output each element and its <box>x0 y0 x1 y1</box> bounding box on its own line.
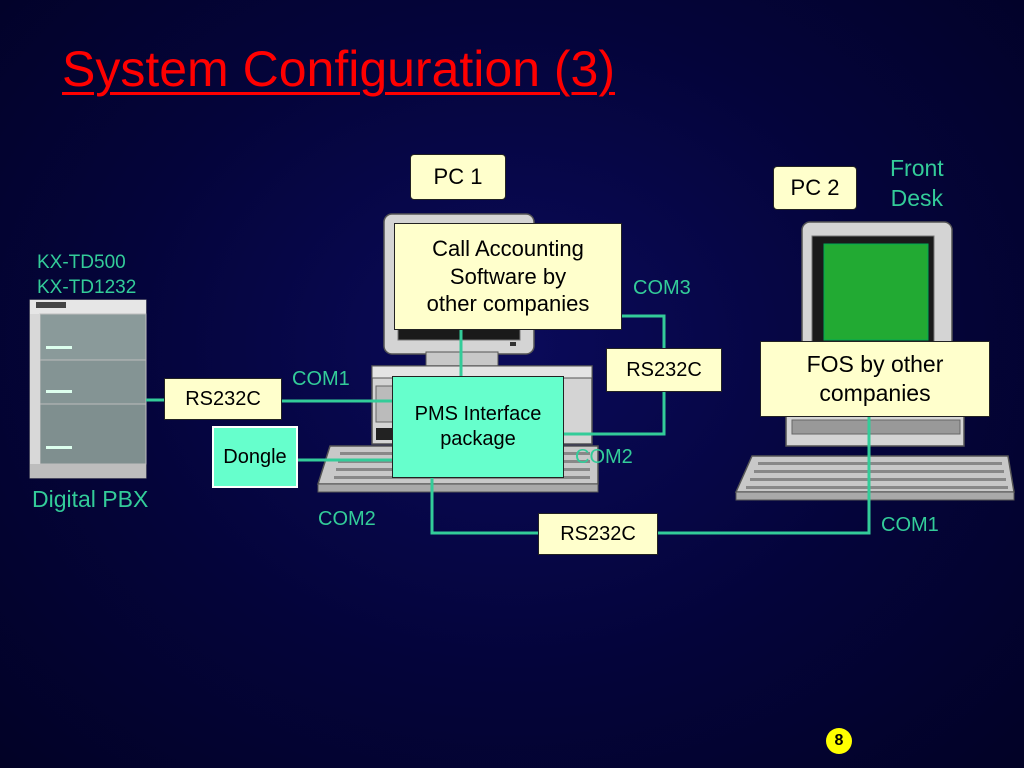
line-rs232c-com2 <box>564 392 666 436</box>
rs232c-pbx-label: RS232C <box>185 387 261 410</box>
call-accounting-line2: Software by <box>449 263 567 289</box>
pbx-cabinet-image <box>29 299 147 479</box>
com3-label: COM3 <box>633 277 691 299</box>
call-accounting-box: Call Accounting Software by other compan… <box>394 223 622 330</box>
pc2-monitor-image <box>801 221 953 375</box>
rs232c-com3-box: RS232C <box>606 348 722 392</box>
pc1-label-box: PC 1 <box>410 154 506 200</box>
line-callacct-com3 <box>622 314 666 348</box>
dongle-label: Dongle <box>223 445 287 468</box>
pms-line2: package <box>440 428 516 450</box>
pc2-label: PC 2 <box>790 175 840 201</box>
call-accounting-line1: Call Accounting <box>432 236 584 262</box>
rs232c-bottom-box: RS232C <box>538 513 658 555</box>
line-pms-bottom-rs232c <box>430 478 538 535</box>
pc1-label: PC 1 <box>433 164 483 190</box>
front-desk-line2: Desk <box>890 185 944 211</box>
pc2-label-box: PC 2 <box>773 166 857 210</box>
front-desk-line1: Front <box>890 155 944 181</box>
fos-line1: FOS by other <box>806 351 944 378</box>
pbx-model-line2: KX-TD1232 <box>37 277 137 298</box>
dongle-box: Dongle <box>212 426 298 488</box>
com2-right-label: COM2 <box>575 446 633 468</box>
rs232c-com3-label: RS232C <box>626 358 702 381</box>
line-bottom-rs232c-pc2 <box>658 416 871 535</box>
pbx-label: Digital PBX <box>32 486 149 512</box>
rs232c-bottom-label: RS232C <box>560 522 636 545</box>
fos-box: FOS by other companies <box>760 341 990 417</box>
rs232c-pbx-box: RS232C <box>164 378 282 420</box>
com2-dongle-label: COM2 <box>318 508 376 530</box>
fos-line2: companies <box>819 380 931 406</box>
pms-interface-box: PMS Interface package <box>392 376 564 478</box>
pms-line1: PMS Interface <box>414 403 542 425</box>
connector-lines <box>146 314 871 535</box>
pc2-system-unit-image <box>785 411 965 447</box>
com1-pbx-label: COM1 <box>292 368 350 390</box>
pbx-model-line1: KX-TD500 <box>37 252 126 273</box>
com1-pc2-label: COM1 <box>881 514 939 536</box>
front-desk-label: Front Desk <box>890 153 944 213</box>
call-accounting-line3: other companies <box>426 291 590 317</box>
slide-title: System Configuration (3) <box>62 41 616 97</box>
page-number-marker: 8 <box>826 728 852 754</box>
page-number-text: 8 <box>834 732 844 749</box>
pbx-model-labels: KX-TD500 KX-TD1232 <box>37 250 136 300</box>
pc2-keyboard-image <box>734 455 1015 501</box>
